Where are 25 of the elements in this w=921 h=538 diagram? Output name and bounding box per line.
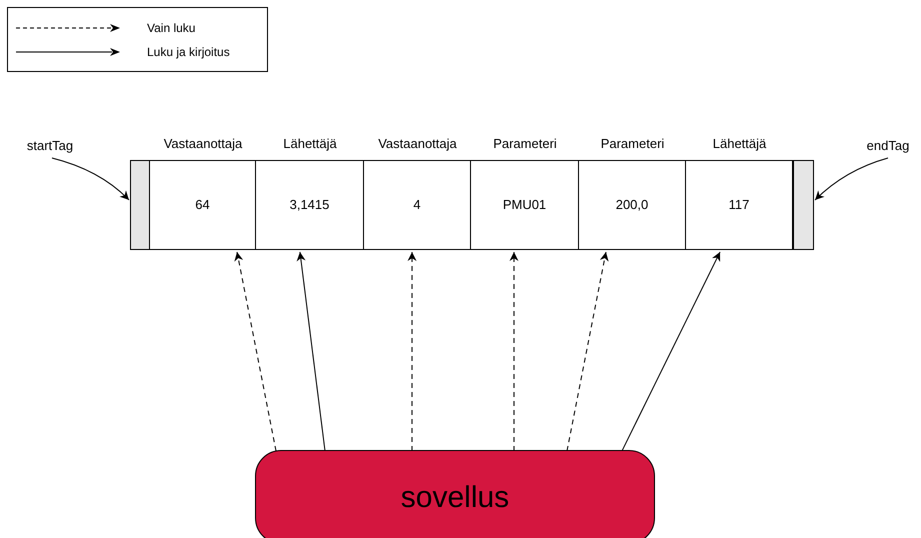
arrow <box>509 252 518 452</box>
arrow <box>814 158 888 200</box>
tag-label: endTag <box>866 137 910 155</box>
field-header: Parameteri <box>493 136 557 152</box>
arrow <box>296 252 326 452</box>
field-header: Vastaanottaja <box>378 136 457 152</box>
data-cell: 3,1415 <box>255 160 364 250</box>
arrow <box>408 252 417 452</box>
field-header: Lähettäjä <box>283 136 337 152</box>
field-header: Lähettäjä <box>712 136 766 152</box>
data-cell: 117 <box>685 160 793 250</box>
legend-label: Luku ja kirjoitus <box>147 44 230 60</box>
arrow <box>566 252 609 452</box>
application-box: sovellus <box>255 450 655 538</box>
arrow <box>622 252 721 452</box>
tag-label: startTag <box>26 137 74 155</box>
data-cell: 200,0 <box>578 160 686 250</box>
field-header: Parameteri <box>600 136 664 152</box>
data-cell: 4 <box>363 160 471 250</box>
arrow <box>51 158 130 200</box>
legend-label: Vain luku <box>147 20 196 36</box>
data-cell: 64 <box>149 160 256 250</box>
arrow <box>234 252 276 452</box>
data-cell: PMU01 <box>470 160 579 250</box>
field-header: Vastaanottaja <box>164 136 242 152</box>
